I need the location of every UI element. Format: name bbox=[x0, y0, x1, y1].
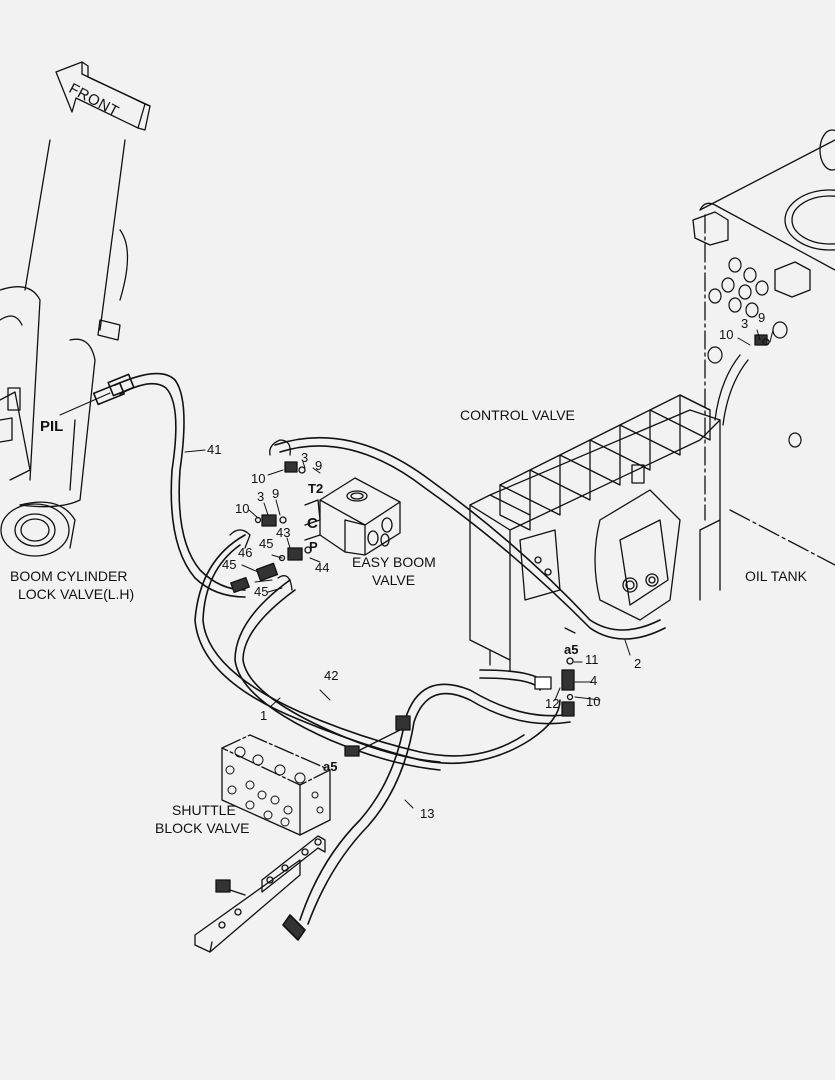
callout-3: 3 bbox=[741, 316, 749, 331]
leader-lines bbox=[184, 329, 774, 809]
callout-9: 9 bbox=[315, 458, 323, 473]
port-pil: PIL bbox=[40, 418, 64, 435]
callout-9: 9 bbox=[272, 486, 280, 501]
callout-42: 42 bbox=[324, 668, 339, 683]
callout-44: 44 bbox=[315, 560, 330, 575]
shuttle-block-label-line2: BLOCK VALVE bbox=[155, 820, 250, 836]
hose-bundle bbox=[194, 436, 666, 771]
callout-3: 3 bbox=[257, 489, 265, 504]
callout-2: 2 bbox=[634, 656, 642, 671]
fittings-control-valve bbox=[534, 657, 575, 717]
callout-45: 45 bbox=[222, 557, 237, 572]
oil-tank-label: OIL TANK bbox=[745, 568, 807, 584]
callout-43: 43 bbox=[276, 525, 291, 540]
easy-boom-valve bbox=[304, 477, 401, 556]
shuttle-block-label-line1: SHUTTLE bbox=[172, 802, 236, 818]
callout-45: 45 bbox=[254, 584, 269, 599]
oil-tank bbox=[692, 129, 835, 566]
port-p: P bbox=[309, 539, 318, 554]
callout-10: 10 bbox=[235, 501, 250, 516]
callout-46: 46 bbox=[238, 545, 253, 560]
port-t2: T2 bbox=[308, 481, 324, 496]
control-valve-label: CONTROL VALVE bbox=[460, 407, 575, 423]
boom-cylinder bbox=[0, 139, 129, 557]
callout-10: 10 bbox=[586, 694, 601, 709]
fittings-easy-boom bbox=[229, 439, 312, 594]
mounting-bracket bbox=[194, 835, 326, 953]
port-a5-control: a5 bbox=[564, 642, 579, 657]
callout-12: 12 bbox=[545, 696, 560, 711]
boom-cylinder-label-line2: LOCK VALVE(L.H) bbox=[18, 586, 135, 602]
callout-1: 1 bbox=[260, 708, 268, 723]
callout-4: 4 bbox=[590, 673, 598, 688]
control-valve bbox=[469, 394, 721, 671]
callout-45: 45 bbox=[259, 536, 274, 551]
callout-41: 41 bbox=[207, 442, 222, 457]
shuttle-block-valve bbox=[221, 715, 411, 836]
port-a5-shuttle: a5 bbox=[323, 759, 338, 774]
callout-3: 3 bbox=[301, 450, 309, 465]
callout-10: 10 bbox=[719, 327, 734, 342]
callout-11: 11 bbox=[585, 652, 599, 667]
hose-41 bbox=[59, 372, 246, 598]
easy-boom-label-line2: VALVE bbox=[372, 572, 416, 588]
front-arrow-icon bbox=[55, 61, 151, 131]
port-c: C bbox=[307, 515, 318, 532]
callout-10: 10 bbox=[251, 471, 266, 486]
callout-9: 9 bbox=[758, 310, 766, 325]
easy-boom-label-line1: EASY BOOM bbox=[352, 554, 436, 570]
callout-13: 13 bbox=[420, 806, 435, 821]
boom-cylinder-label-line1: BOOM CYLINDER bbox=[10, 568, 128, 584]
